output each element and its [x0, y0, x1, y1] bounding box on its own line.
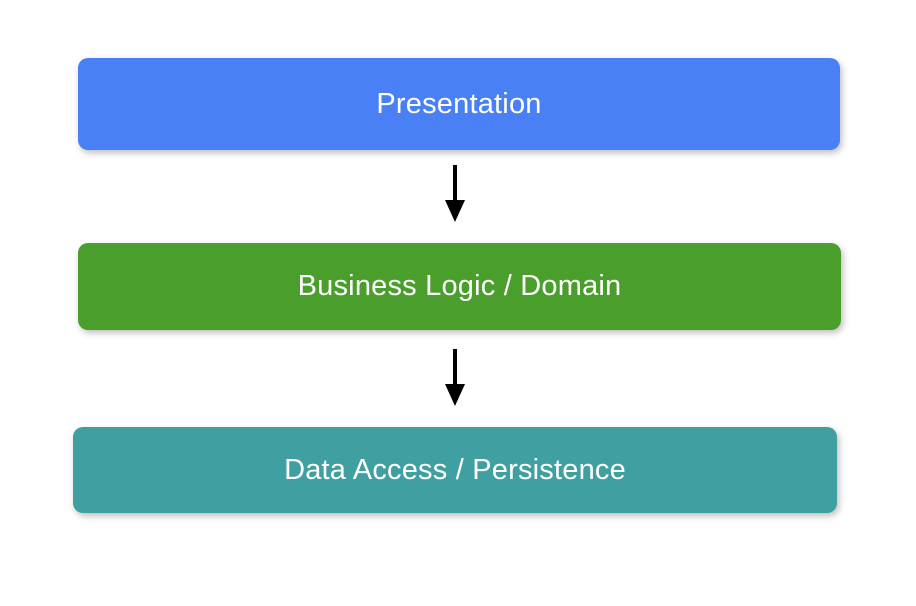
- arrow-presentation-to-business-logic: [445, 165, 465, 222]
- layer-box-presentation[interactable]: Presentation: [78, 58, 840, 150]
- layer-box-data-access[interactable]: Data Access / Persistence: [73, 427, 837, 513]
- layer-label-data-access: Data Access / Persistence: [284, 453, 626, 486]
- layer-label-business-logic: Business Logic / Domain: [297, 270, 622, 302]
- arrow-business-logic-to-data-access: [445, 349, 465, 406]
- layer-box-business-logic[interactable]: Business Logic / Domain: [78, 243, 841, 330]
- layer-label-presentation: Presentation: [376, 87, 542, 120]
